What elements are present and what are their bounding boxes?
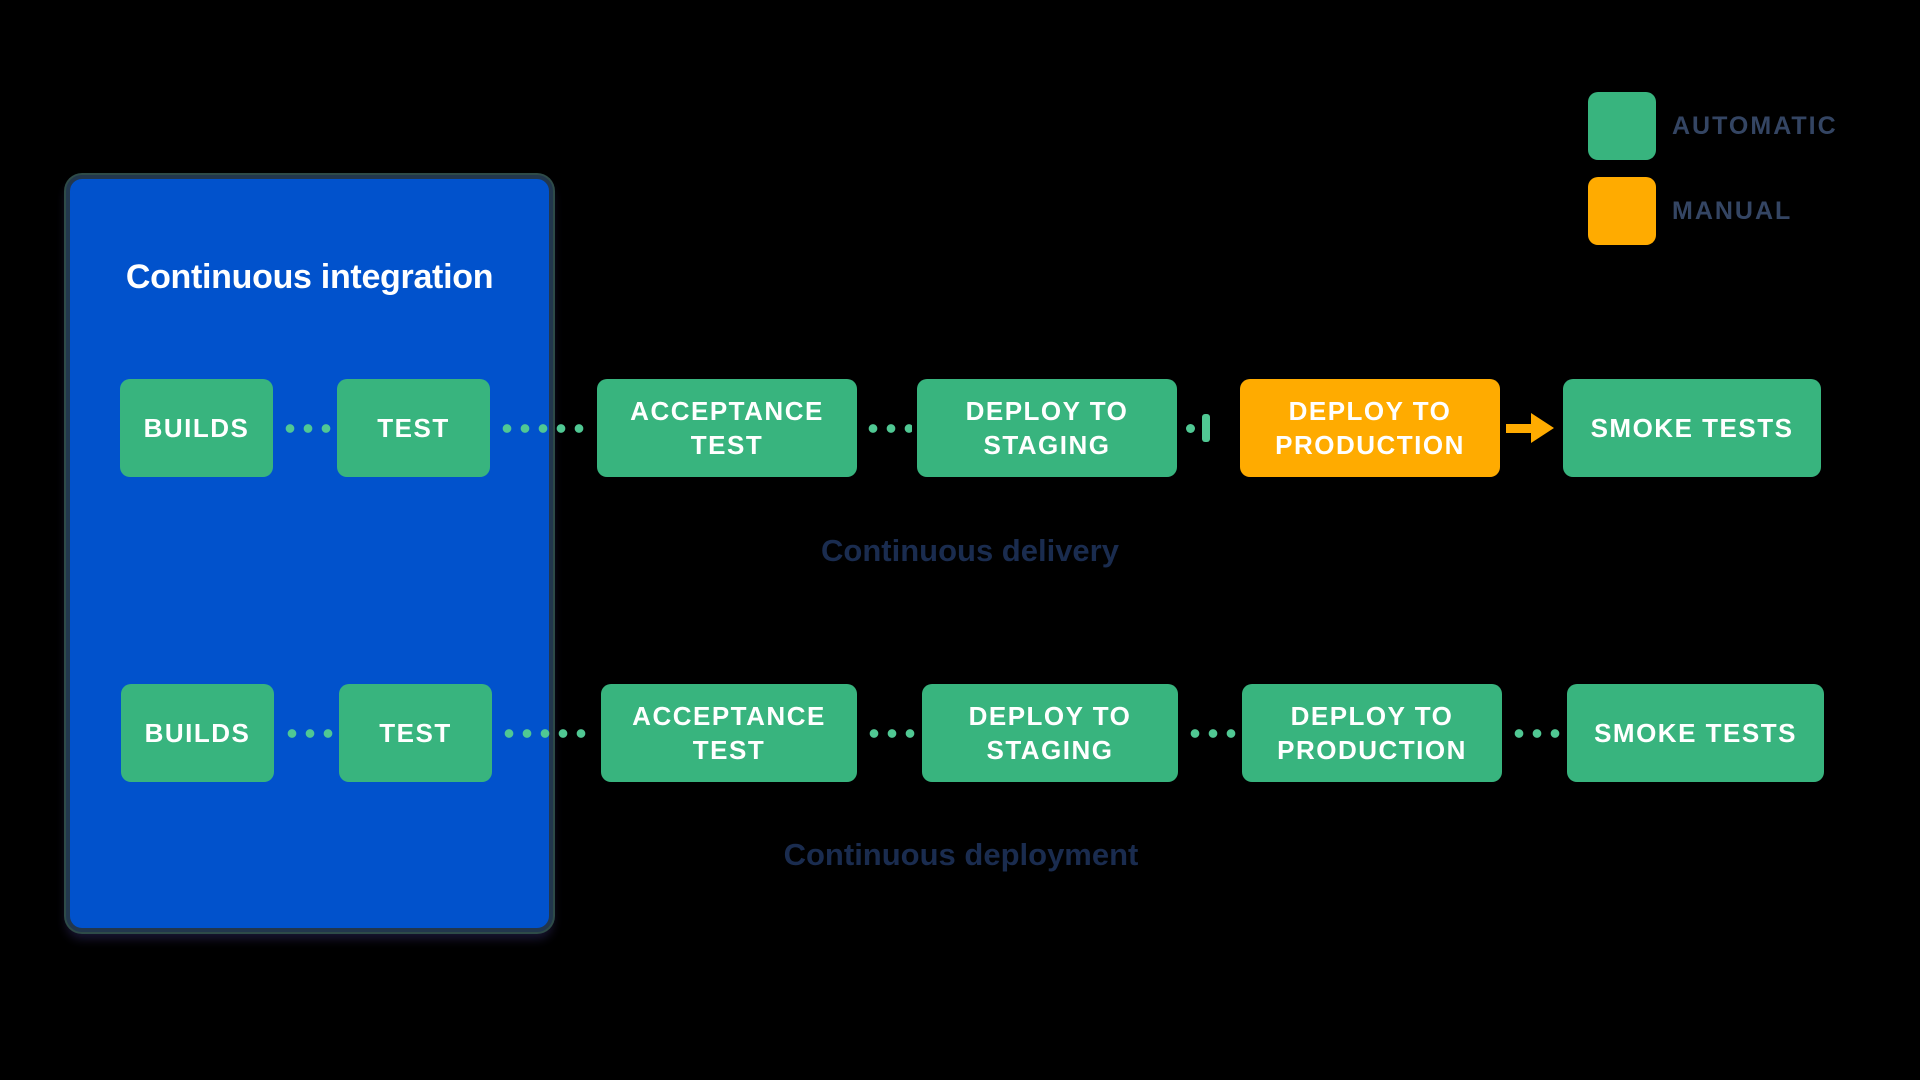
stage-acceptance-test-deployment: ACCEPTANCE TEST (601, 684, 857, 782)
stage-deploy-to-production-deployment: DEPLOY TO PRODUCTION (1242, 684, 1502, 782)
stage-builds-deployment: BUILDS (121, 684, 274, 782)
arrow-icon (1506, 424, 1534, 433)
continuous-integration-title: Continuous integration (125, 258, 494, 296)
manual-gate-bar-icon (1202, 414, 1210, 442)
dotted-connector (283, 729, 333, 738)
legend-manual-swatch (1588, 177, 1656, 245)
manual-gate-dot (1186, 424, 1195, 433)
continuous-integration-box (66, 175, 553, 932)
stage-smoke-tests-delivery: SMOKE TESTS (1563, 379, 1821, 477)
stage-acceptance-test-delivery: ACCEPTANCE TEST (597, 379, 857, 477)
arrow-head-icon (1531, 413, 1554, 443)
legend-automatic-label: AUTOMATIC (1672, 111, 1838, 140)
continuous-delivery-caption: Continuous delivery (821, 533, 1119, 568)
legend-automatic-swatch (1588, 92, 1656, 160)
stage-deploy-to-staging-delivery: DEPLOY TO STAGING (917, 379, 1177, 477)
dotted-connector (864, 424, 912, 433)
dotted-connector (281, 424, 331, 433)
dotted-connector (1510, 729, 1560, 738)
stage-deploy-to-staging-deployment: DEPLOY TO STAGING (922, 684, 1178, 782)
stage-smoke-tests-deployment: SMOKE TESTS (1567, 684, 1824, 782)
stage-test-deployment: TEST (339, 684, 492, 782)
stage-builds-delivery: BUILDS (120, 379, 273, 477)
continuous-deployment-caption: Continuous deployment (783, 837, 1139, 872)
dotted-connector (1186, 729, 1236, 738)
dotted-connector (865, 729, 915, 738)
dotted-connector (498, 424, 592, 433)
stage-test-delivery: TEST (337, 379, 490, 477)
legend-manual-label: MANUAL (1672, 196, 1793, 225)
dotted-connector (500, 729, 594, 738)
stage-deploy-to-production-delivery: DEPLOY TO PRODUCTION (1240, 379, 1500, 477)
